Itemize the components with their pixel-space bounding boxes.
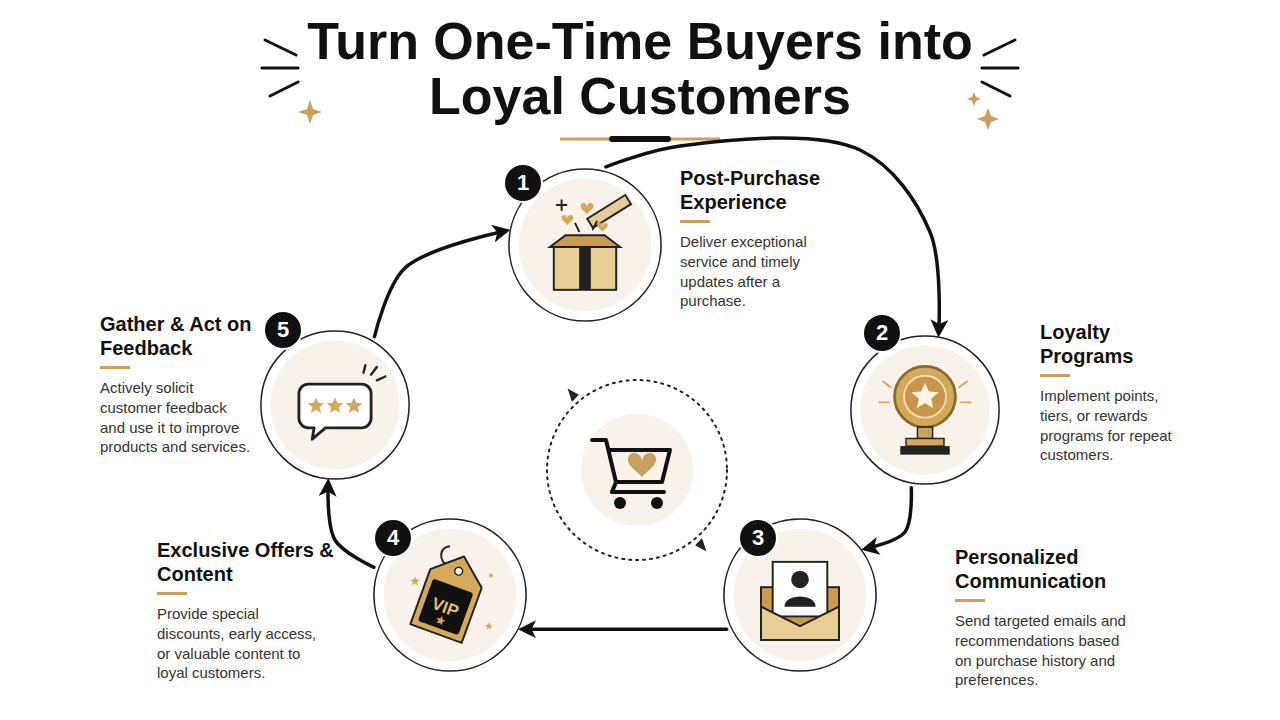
cycle-arrow	[328, 484, 374, 568]
step-description: Deliver exceptional service and timely u…	[680, 232, 842, 311]
step-heading: Loyalty Programs	[1040, 320, 1190, 368]
heading-rule	[100, 366, 130, 369]
heading-rule	[157, 592, 187, 595]
step-circle: Loyalty ProgramsImplement points, tiers,…	[849, 334, 1001, 486]
step-description: Provide special discounts, early access,…	[157, 604, 329, 683]
step-number: 2	[864, 315, 900, 351]
step-number: 1	[505, 165, 541, 201]
step-heading: Personalized Communication	[955, 545, 1145, 593]
heading-rule	[680, 220, 710, 223]
step-heading: Post-Purchase Experience	[680, 166, 845, 214]
step-number: 5	[265, 312, 301, 348]
cycle-arrow	[375, 231, 506, 337]
title-underline	[560, 139, 720, 140]
step-icon	[849, 334, 1001, 486]
step-description: Actively solicit customer feedback and u…	[100, 378, 252, 457]
heading-rule	[1040, 374, 1070, 377]
cycle-arrow	[866, 488, 911, 549]
cycle-arrow	[523, 627, 726, 631]
heading-rule	[955, 599, 985, 602]
step-number: 3	[740, 520, 776, 556]
step-circle: Gather & Act on FeedbackActively solicit…	[259, 329, 411, 481]
title: Turn One-Time Buyers into Loyal Customer…	[290, 14, 990, 124]
step-icon	[259, 329, 411, 481]
step-number: 4	[375, 520, 411, 556]
step-heading: Gather & Act on Feedback	[100, 312, 252, 360]
step-description: Send targeted emails and recommendations…	[955, 611, 1140, 690]
center-cart	[547, 380, 727, 560]
step-heading: Exclusive Offers & Content	[157, 538, 345, 586]
step-description: Implement points, tiers, or rewards prog…	[1040, 386, 1192, 465]
